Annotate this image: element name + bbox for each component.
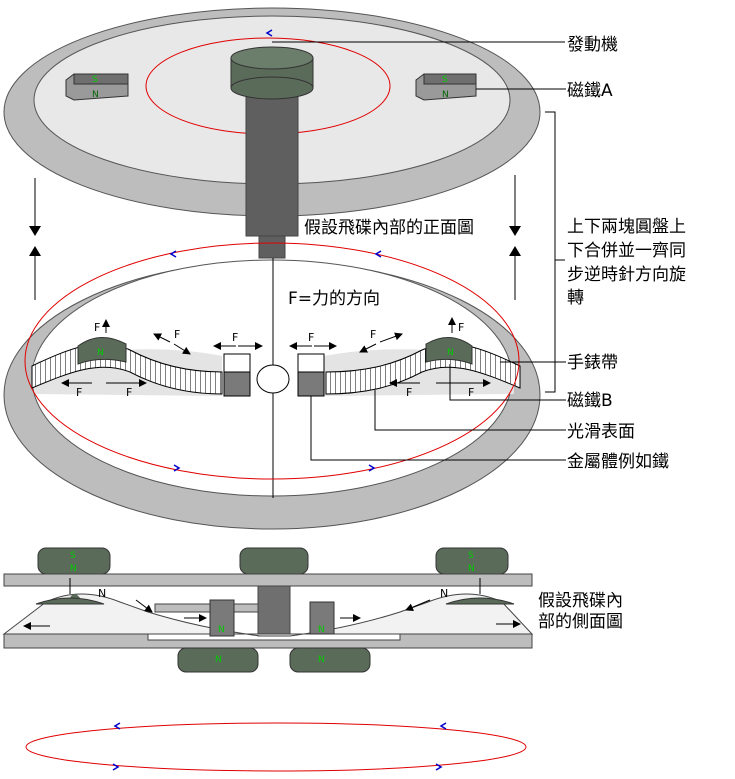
svg-text:S: S	[92, 75, 98, 85]
magnet-a-left: S N	[65, 73, 129, 101]
bottom-disk: N N	[3, 242, 541, 530]
side-view-label-2: 部的側面圖	[538, 612, 623, 632]
rotation-arrow-icon	[169, 250, 177, 258]
svg-text:N: N	[92, 90, 99, 100]
svg-text:步逆時針方向旋: 步逆時針方向旋	[567, 265, 686, 285]
watchband-label: 手錶帶	[567, 353, 618, 373]
svg-text:N: N	[97, 348, 104, 358]
motor-shaft	[245, 85, 299, 237]
svg-text:S: S	[468, 551, 474, 561]
rotation-arrow-icon	[439, 722, 447, 730]
svg-text:轉: 轉	[567, 288, 584, 308]
svg-text:N: N	[318, 655, 325, 665]
svg-text:F: F	[174, 328, 180, 341]
force-arrows: F F F F F F F F F F	[61, 317, 491, 399]
metal-body-label: 金屬體例如鐵	[567, 452, 669, 472]
rotation-arrow-icon	[113, 722, 121, 730]
engine-label: 發動機	[567, 35, 618, 55]
svg-text:S: S	[70, 551, 76, 561]
force-direction-label: F=力的方向	[288, 289, 380, 309]
smooth-surface-label: 光滑表面	[567, 422, 635, 442]
top-disk: S N S N	[3, 7, 541, 259]
svg-text:N: N	[440, 587, 448, 600]
svg-text:F: F	[458, 321, 464, 334]
svg-text:S: S	[442, 75, 448, 85]
svg-text:N: N	[70, 564, 77, 574]
bottom-rotation-ring	[24, 242, 520, 480]
svg-text:F: F	[406, 386, 412, 399]
rotation-arrow-icon	[173, 464, 181, 472]
svg-text:F: F	[126, 386, 132, 399]
rotation-arrow-icon	[435, 763, 443, 771]
svg-text:N: N	[447, 348, 454, 358]
svg-text:F: F	[308, 331, 314, 344]
svg-text:下合併並一齊同: 下合併並一齊同	[567, 241, 686, 261]
assembly-arrows	[29, 175, 521, 300]
rotation-arrow-icon	[112, 763, 120, 771]
svg-text:N: N	[468, 564, 475, 574]
side-view: S N S N N N N N N N	[2, 547, 534, 673]
svg-text:N: N	[218, 625, 225, 635]
svg-text:F: F	[232, 331, 238, 344]
front-view-label: 假設飛碟內部的正面圖	[304, 218, 474, 238]
svg-text:N: N	[318, 625, 325, 635]
side-view-label-1: 假設飛碟內	[538, 591, 623, 611]
magnet-b-label: 磁鐵B	[567, 391, 613, 411]
magnet-a-label: 磁鐵A	[567, 81, 613, 101]
svg-text:N: N	[98, 587, 106, 600]
svg-text:N: N	[442, 90, 449, 100]
magnet-a-right: S N	[415, 73, 477, 101]
svg-text:F: F	[370, 328, 376, 341]
lower-rotation-ring	[25, 722, 527, 772]
rotation-arrow-icon	[265, 29, 273, 37]
svg-text:N: N	[215, 655, 222, 665]
rotation-arrow-icon	[368, 464, 376, 472]
svg-text:F: F	[76, 386, 82, 399]
svg-text:F: F	[94, 321, 100, 334]
svg-text:上下兩塊圓盤上: 上下兩塊圓盤上	[567, 217, 686, 237]
rotation-arrow-icon	[374, 250, 382, 258]
svg-text:F: F	[468, 386, 474, 399]
